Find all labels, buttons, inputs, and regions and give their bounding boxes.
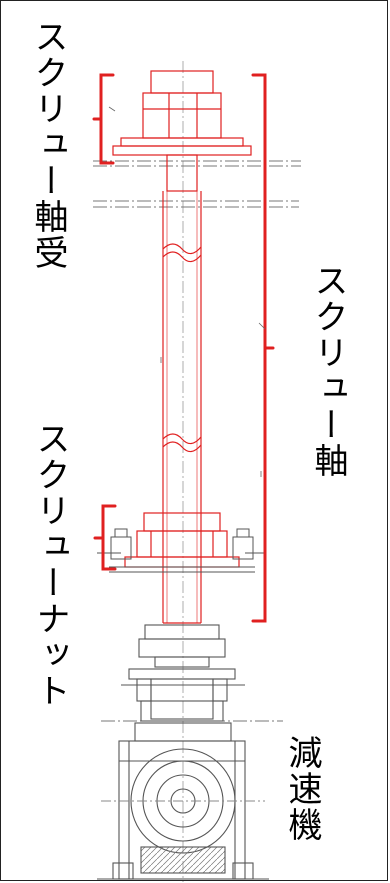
bracket-screw-bearing <box>92 73 115 165</box>
bracket-screw-nut <box>93 504 117 571</box>
screw-nut-part <box>124 512 240 568</box>
leader-marks <box>108 106 266 477</box>
screw-shaft-part <box>162 154 202 624</box>
screw-bearing-part <box>112 70 252 156</box>
nut-flange-bolts <box>97 528 265 573</box>
label-screw-shaft: スクリュー軸 <box>308 263 348 479</box>
reducer-part <box>97 722 269 880</box>
bracket-screw-shaft <box>251 73 275 623</box>
coupling-housing <box>121 624 245 722</box>
label-screw-nut: スクリューナット <box>30 421 70 709</box>
label-screw-bearing: スクリュー軸受 <box>28 19 68 271</box>
label-reducer: 減速機 <box>282 735 322 843</box>
